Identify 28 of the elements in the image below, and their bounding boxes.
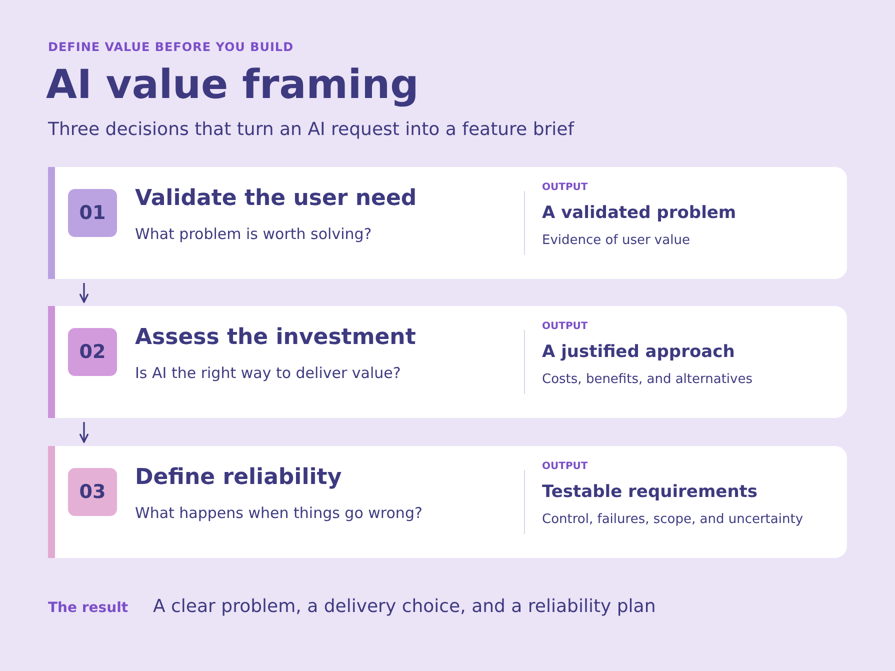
step-question: Is AI the right way to deliver value?	[135, 364, 401, 382]
output-label: OUTPUT	[542, 321, 588, 332]
step-card	[48, 446, 847, 558]
output-description: Control, failures, scope, and uncertainty	[542, 512, 804, 527]
step-heading: Assess the investment	[135, 325, 416, 350]
step-card	[48, 167, 847, 279]
output-heading: A justified approach	[542, 342, 735, 362]
arrow	[79, 283, 89, 303]
subtitle-text: Three decisions that turn an AI request into a feature brief	[48, 119, 574, 140]
output-label: OUTPUT	[542, 182, 588, 193]
step-heading: Validate the user need	[135, 186, 417, 211]
step-number: 03	[68, 468, 117, 516]
step-card	[48, 306, 847, 418]
output-heading: Testable requirements	[542, 482, 758, 502]
output-heading: A validated problem	[542, 203, 736, 223]
result-text: A clear problem, a delivery choice, and a reliability plan	[153, 596, 656, 617]
output-label: OUTPUT	[542, 461, 588, 472]
step-question: What problem is worth solving?	[135, 225, 372, 243]
title-text: AI value framing	[46, 62, 419, 108]
eyebrow-text: DEFINE VALUE BEFORE YOU BUILD	[48, 40, 294, 54]
result-heading: The result	[48, 600, 128, 616]
step-number: 02	[68, 328, 117, 376]
step-heading: Define reliability	[135, 465, 342, 490]
output-description: Costs, benefits, and alternatives	[542, 372, 753, 387]
arrow	[79, 422, 89, 443]
step-question: What happens when things go wrong?	[135, 504, 422, 522]
step-number: 01	[68, 189, 117, 237]
output-description: Evidence of user value	[542, 233, 690, 248]
